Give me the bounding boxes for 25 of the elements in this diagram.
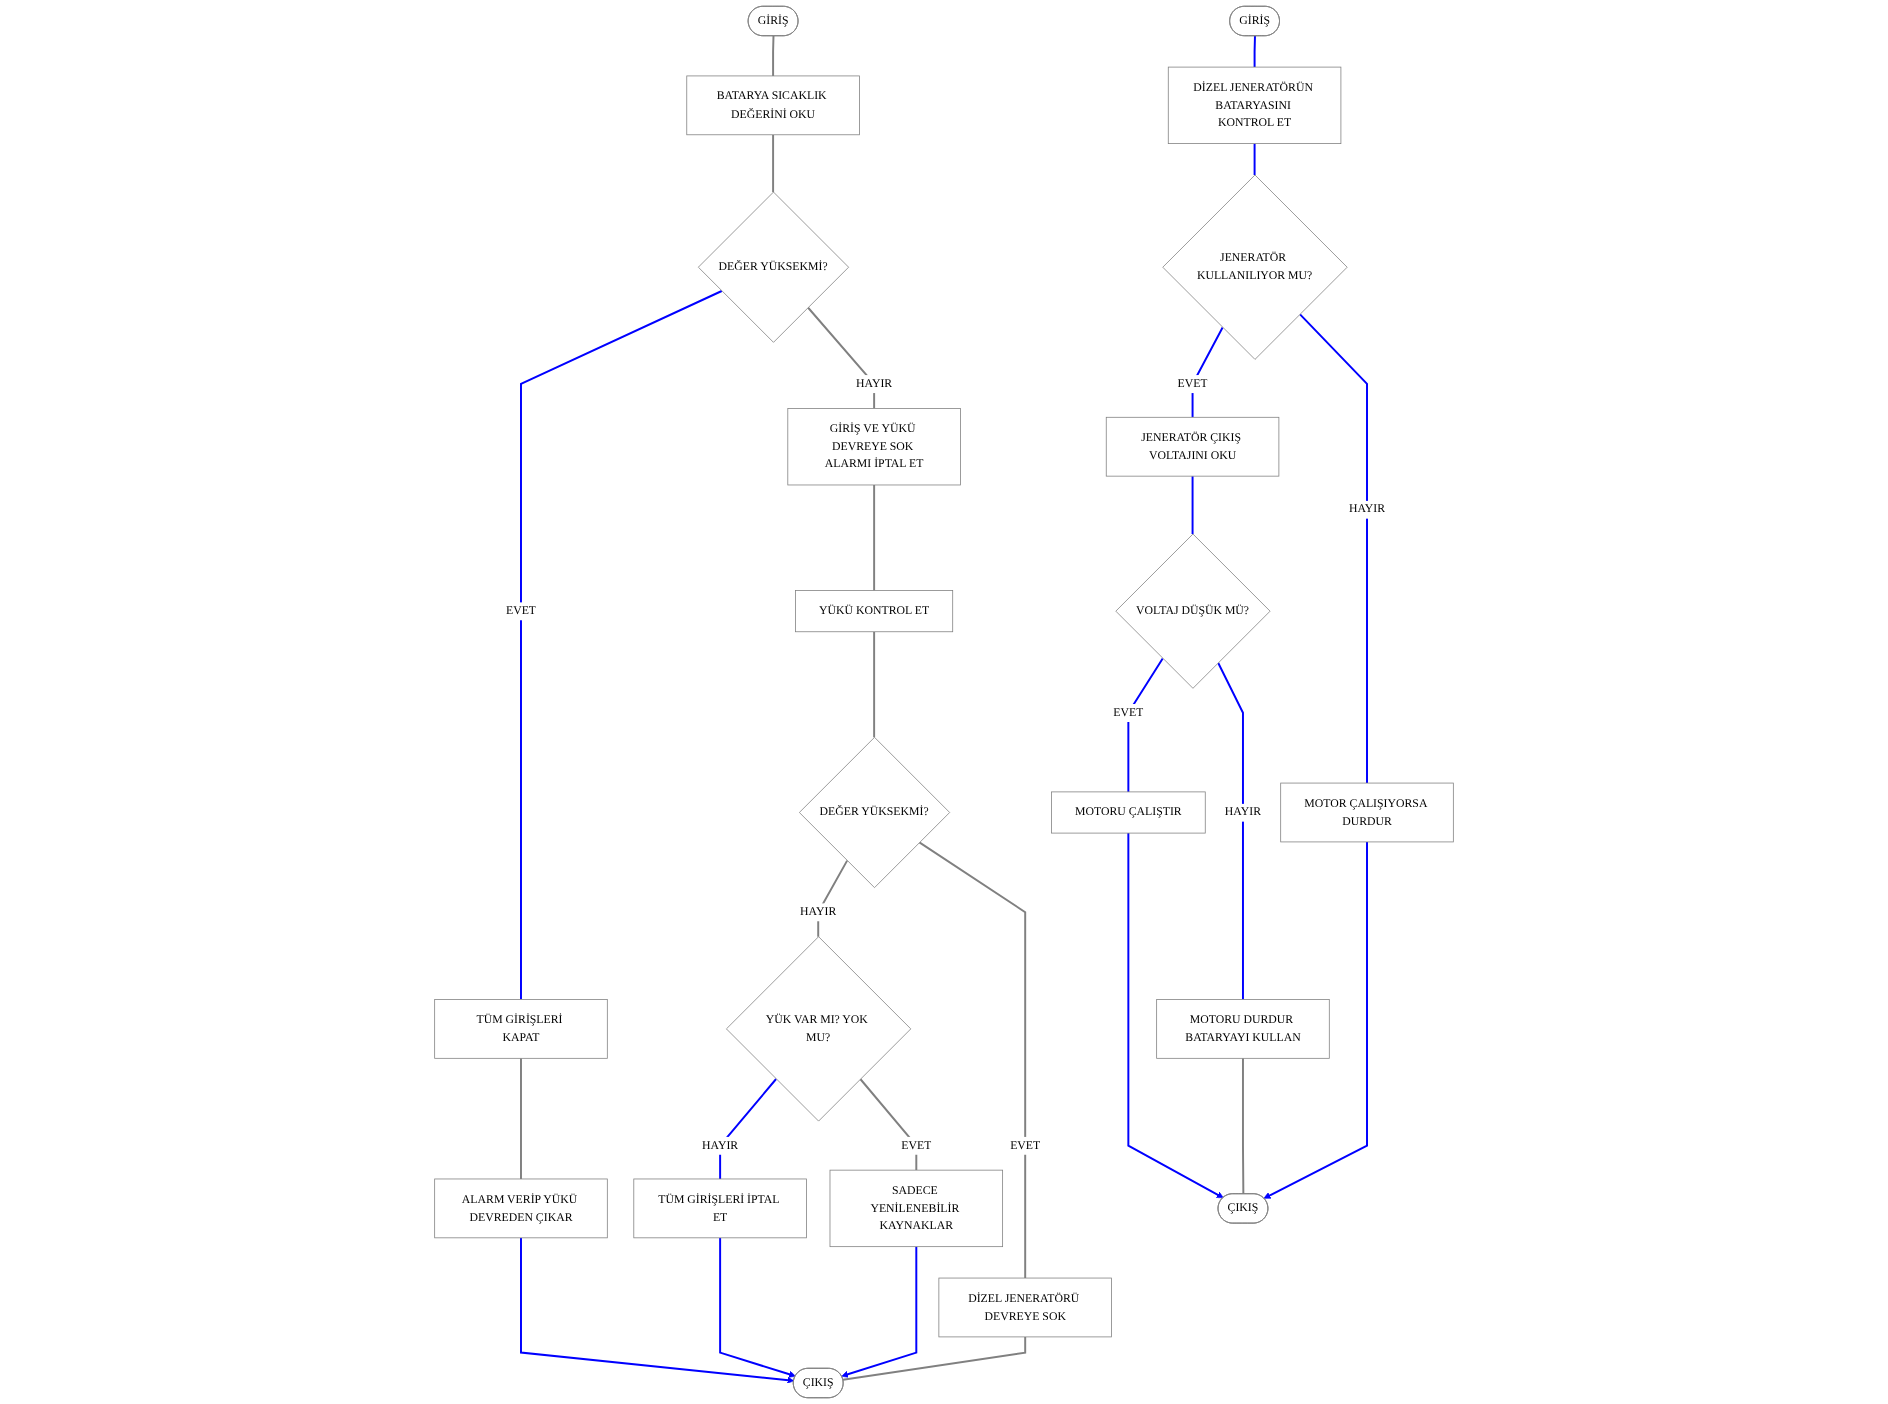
connector [1253,142,1256,176]
connector [842,1335,1027,1381]
arrow [1127,832,1224,1199]
connector [817,859,849,938]
connector [1242,1057,1245,1196]
connector [859,1078,918,1172]
connector [1217,661,1244,1001]
arrow [1263,840,1368,1199]
arrow [841,1245,918,1378]
connector [520,1057,522,1180]
connector [873,630,876,739]
arrow [719,1236,796,1378]
connector [1191,475,1194,535]
connector [918,841,1027,1280]
connector [1127,657,1164,793]
connector [1191,326,1224,419]
connector [719,1078,778,1180]
connector [772,35,775,77]
connector [807,306,876,410]
connector [1298,313,1368,785]
connector [873,484,876,592]
connector [1253,35,1256,69]
connector [520,290,723,1001]
arrow [520,1236,795,1384]
connector [772,133,775,194]
